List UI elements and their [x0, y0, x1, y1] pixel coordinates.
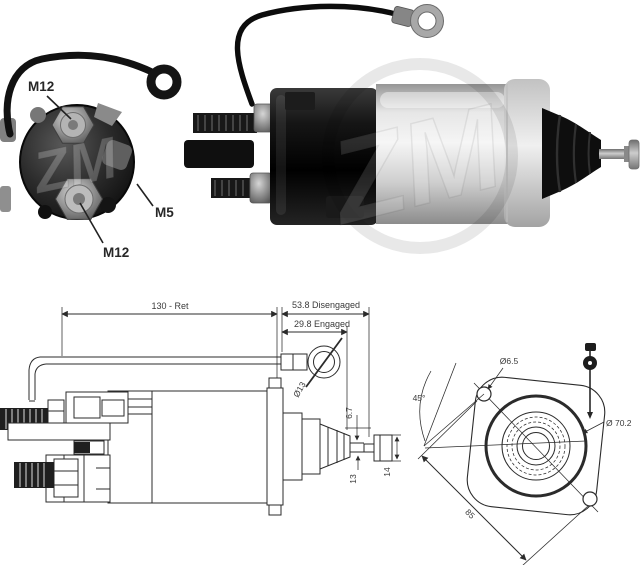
cap-detail	[94, 103, 122, 126]
dim-ring-terminal-label: Ø13	[291, 380, 308, 399]
horizontal-centerline	[424, 440, 587, 449]
case-highlight	[380, 92, 505, 108]
dim-disengaged-label: 53.8 Disengaged	[292, 300, 360, 310]
pin-arrowhead	[587, 412, 593, 419]
solenoid-silver-case	[376, 84, 510, 224]
inner-circle-dashed	[506, 416, 566, 476]
housing-bottom-block	[326, 196, 364, 218]
terminal-stud-bottom-center	[73, 193, 85, 205]
lower-stud-thread-lines	[19, 463, 45, 487]
leader-line-m5	[136, 183, 154, 207]
m5-terminal-area	[102, 140, 132, 170]
boot-rib	[572, 123, 578, 184]
rear-view-drawing: 45° 85 Ø6.5 Ø 70.2	[413, 343, 632, 565]
ring-terminal-hole	[417, 11, 437, 31]
cap-plate	[7, 422, 111, 441]
plunger-rod-neck	[624, 146, 631, 162]
flange-tab-top	[268, 377, 282, 389]
brand-watermark-circle	[322, 58, 518, 254]
rubber-boot	[542, 108, 601, 199]
solenoid-end-cap	[504, 79, 550, 227]
dim-mount-hole-diameter-label: Ø6.5	[500, 356, 519, 366]
hole-diagonal-centerline	[473, 382, 599, 513]
dim-rod-clearance-label: 6.7	[344, 407, 354, 419]
upper-stud	[193, 113, 257, 133]
dim-line-hole-spacing	[421, 455, 527, 561]
leader-pilot-diameter	[582, 421, 605, 434]
flange-tab-bottom	[268, 504, 282, 516]
label-m5: M5	[155, 205, 174, 220]
mid-bolt-head	[74, 442, 90, 453]
solenoid-black-housing	[270, 88, 378, 225]
angle-ref-line	[423, 362, 457, 447]
ext-line	[522, 505, 589, 565]
upper-terminal-detail	[73, 396, 101, 419]
housing-highlight	[276, 95, 286, 215]
housing-top-block	[285, 92, 315, 110]
solenoid-photo: ZM	[184, 3, 640, 254]
pin-cap	[585, 343, 596, 351]
drawn-wire-crimp	[280, 353, 308, 371]
lower-stud-nut	[249, 172, 273, 204]
cap-detail	[100, 197, 116, 213]
middle-terminal-arm	[184, 140, 254, 168]
drawn-rod	[350, 442, 364, 453]
leader-line-m12-bottom	[79, 202, 104, 244]
boot-rib	[555, 114, 562, 193]
drawn-flange	[266, 387, 284, 506]
cap-end-photo: ZM M12 M5 M12	[0, 51, 182, 260]
inner-circle	[516, 426, 556, 466]
leader-hole-diameter	[487, 367, 504, 390]
boot-step-2	[301, 418, 321, 475]
inner-circle	[522, 432, 550, 460]
inner-circle	[501, 411, 571, 481]
dim-rod-length-label: 13	[348, 474, 358, 484]
dim-mount-angle-label: 45°	[413, 393, 426, 403]
dim-engaged-label: 29.8 Engaged	[294, 319, 350, 329]
dim-pilot-diameter-label: Ø 70.2	[606, 418, 632, 428]
dim-total-length-label: 130 - Ret	[151, 301, 189, 311]
drawn-ring-terminal-hole	[313, 351, 335, 373]
side-view-drawing: 130 - Ret 53.8 Disengaged 29.8 Engaged Ø…	[0, 300, 401, 516]
drawn-ring-terminal	[307, 345, 341, 379]
label-m12-bottom: M12	[103, 245, 129, 260]
bracket-fragment	[0, 186, 11, 212]
pin-ring-hole	[588, 361, 592, 365]
plunger-rod	[599, 149, 626, 159]
drawn-rod-neck	[363, 443, 375, 453]
inner-circle-dashed	[511, 421, 561, 471]
drawn-bellows	[319, 423, 351, 470]
ring-terminal-slash	[305, 337, 343, 388]
boot-step-1	[282, 412, 303, 481]
drawn-lead-wire	[28, 356, 281, 402]
mount-hole-bottom-right	[582, 491, 598, 507]
cap-detail	[30, 107, 46, 123]
upper-terminal-detail	[101, 399, 125, 417]
plunger-rod-tip	[628, 139, 640, 170]
dim-tip-height-label: 14	[382, 467, 392, 477]
ext-line	[417, 400, 478, 460]
terminal-stud-top-center	[68, 120, 78, 130]
angle-arc	[419, 370, 432, 442]
upper-stud-threads	[197, 115, 248, 131]
label-m12-top: M12	[28, 79, 54, 94]
rubber-cap-strap	[3, 51, 156, 138]
angle-leg-line	[423, 393, 485, 447]
boot-rib	[587, 131, 591, 175]
drawn-rod-tip	[373, 434, 393, 462]
cap-detail	[38, 205, 52, 219]
lead-wire	[234, 3, 402, 107]
pilot-circle	[484, 394, 588, 498]
drawn-lower-stud	[14, 462, 54, 488]
leader-line-m12-top	[46, 95, 72, 120]
rubber-cap-ring	[146, 64, 182, 100]
lower-nut	[53, 458, 79, 498]
